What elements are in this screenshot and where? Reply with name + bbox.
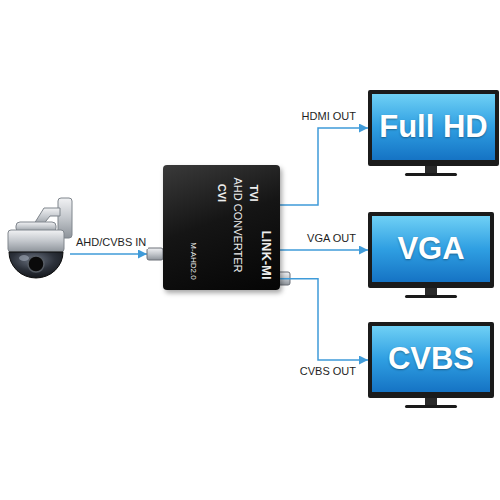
monitor-screen: Full HD [368, 90, 499, 166]
signal-connector [280, 128, 368, 205]
monitor-neck [425, 288, 437, 295]
screen-label: VGA [397, 231, 464, 267]
screen-label: CVBS [388, 341, 474, 377]
screen-label: Full HD [379, 109, 488, 145]
signal-connector [280, 279, 368, 360]
monitor-screen: CVBS [368, 322, 494, 398]
dome-camera [8, 198, 72, 278]
port-label: VGA OUT [305, 232, 358, 245]
monitor-base [405, 295, 457, 298]
device-marking: TVI [248, 184, 259, 201]
device-marking: M-AHD2.0 [189, 242, 197, 279]
camera-dome [9, 252, 63, 278]
monitor-neck [425, 398, 437, 405]
camera-lens [28, 256, 44, 272]
camera-housing [8, 230, 64, 252]
monitor-screen: VGA [368, 212, 494, 288]
input-arrow [70, 253, 147, 255]
signal-label: AHD/CVBS IN [74, 236, 148, 249]
monitor-base [405, 405, 457, 408]
dome-highlight [19, 255, 29, 261]
device-marking: LINK-MI [260, 230, 273, 279]
converter-box: TVI AHD CONVERTER CVI LINK-MI M-AHD2.0 [163, 165, 280, 290]
monitor-neck [425, 166, 437, 173]
port-label: HDMI OUT [300, 110, 358, 123]
monitor-base [405, 173, 457, 176]
port-label: CVBS OUT [298, 365, 358, 378]
device-marking: CVI [216, 184, 227, 202]
device-marking: AHD CONVERTER [232, 177, 243, 272]
signal-connector [280, 249, 368, 251]
bnc-input [147, 248, 163, 260]
